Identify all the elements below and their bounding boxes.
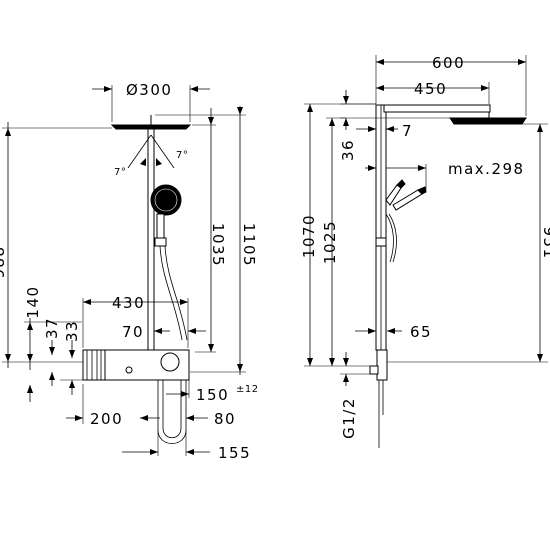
label-thread: G1/2	[340, 397, 358, 439]
label-430: 430	[112, 294, 145, 312]
label-150: 150	[196, 386, 229, 404]
thermostat-body	[82, 349, 190, 381]
label-1070: 1070	[300, 214, 318, 258]
riser-pipe	[147, 129, 155, 350]
hand-shower-side	[385, 179, 427, 263]
dimension-max-298: max.298	[386, 160, 525, 190]
front-view: Ø300 7° 7° 1035 1105	[0, 81, 259, 462]
dimension-thread: G1/2	[340, 352, 370, 439]
label-65: 65	[410, 323, 432, 341]
label-max-298: max.298	[448, 160, 525, 178]
label-80: 80	[214, 410, 236, 428]
label-diameter: Ø300	[126, 81, 172, 99]
label-tilt-right: 7°	[176, 150, 188, 161]
dimension-36: 36	[339, 90, 450, 171]
dimension-450: 450	[376, 80, 490, 104]
label-200: 200	[90, 410, 123, 428]
dimension-33: 33	[60, 320, 83, 395]
tilt-angle-lines	[127, 134, 175, 169]
dimension-988: 988	[0, 122, 112, 368]
dimension-155: 155	[122, 430, 251, 462]
label-tilt-left: 7°	[114, 167, 126, 178]
dimension-951: 951	[387, 123, 550, 363]
dimension-150: 150 ±12	[166, 380, 259, 404]
dimension-1025: 1025	[321, 117, 346, 366]
label-70: 70	[122, 323, 144, 341]
label-tolerance: ±12	[236, 384, 259, 395]
label-1025: 1025	[321, 220, 339, 264]
dimension-diameter: Ø300	[92, 81, 210, 122]
dimension-1070: 1070	[300, 103, 376, 367]
side-view: 600 450 7 36	[300, 54, 550, 448]
label-37: 37	[43, 317, 61, 339]
dimension-37: 37	[43, 317, 61, 386]
dimension-1105: 1105	[155, 106, 258, 375]
dimension-70: 70	[122, 323, 206, 341]
label-951: 951	[540, 226, 550, 259]
dimension-65: 65	[355, 323, 432, 341]
label-988: 988	[0, 245, 8, 278]
label-600: 600	[432, 54, 465, 72]
hand-shower	[150, 184, 182, 247]
label-1105: 1105	[240, 223, 258, 267]
label-33: 33	[63, 320, 81, 342]
label-1035: 1035	[209, 223, 227, 267]
label-7: 7	[402, 122, 413, 140]
shower-hose	[157, 245, 188, 444]
dimension-600: 600	[375, 54, 527, 116]
dimension-430: 430	[82, 294, 189, 348]
label-450: 450	[414, 80, 447, 98]
overhead-arm	[383, 104, 527, 125]
dimension-7: 7	[356, 122, 413, 140]
lower-left-markers	[27, 385, 33, 393]
overhead-showerhead	[110, 115, 192, 130]
dimension-80: 80	[186, 410, 236, 428]
dimension-1035: 1035	[192, 108, 227, 353]
label-140: 140	[24, 285, 42, 318]
label-36: 36	[339, 139, 357, 161]
label-155: 155	[218, 444, 251, 462]
dimension-200: 200	[66, 384, 160, 428]
shower-column	[369, 104, 388, 448]
